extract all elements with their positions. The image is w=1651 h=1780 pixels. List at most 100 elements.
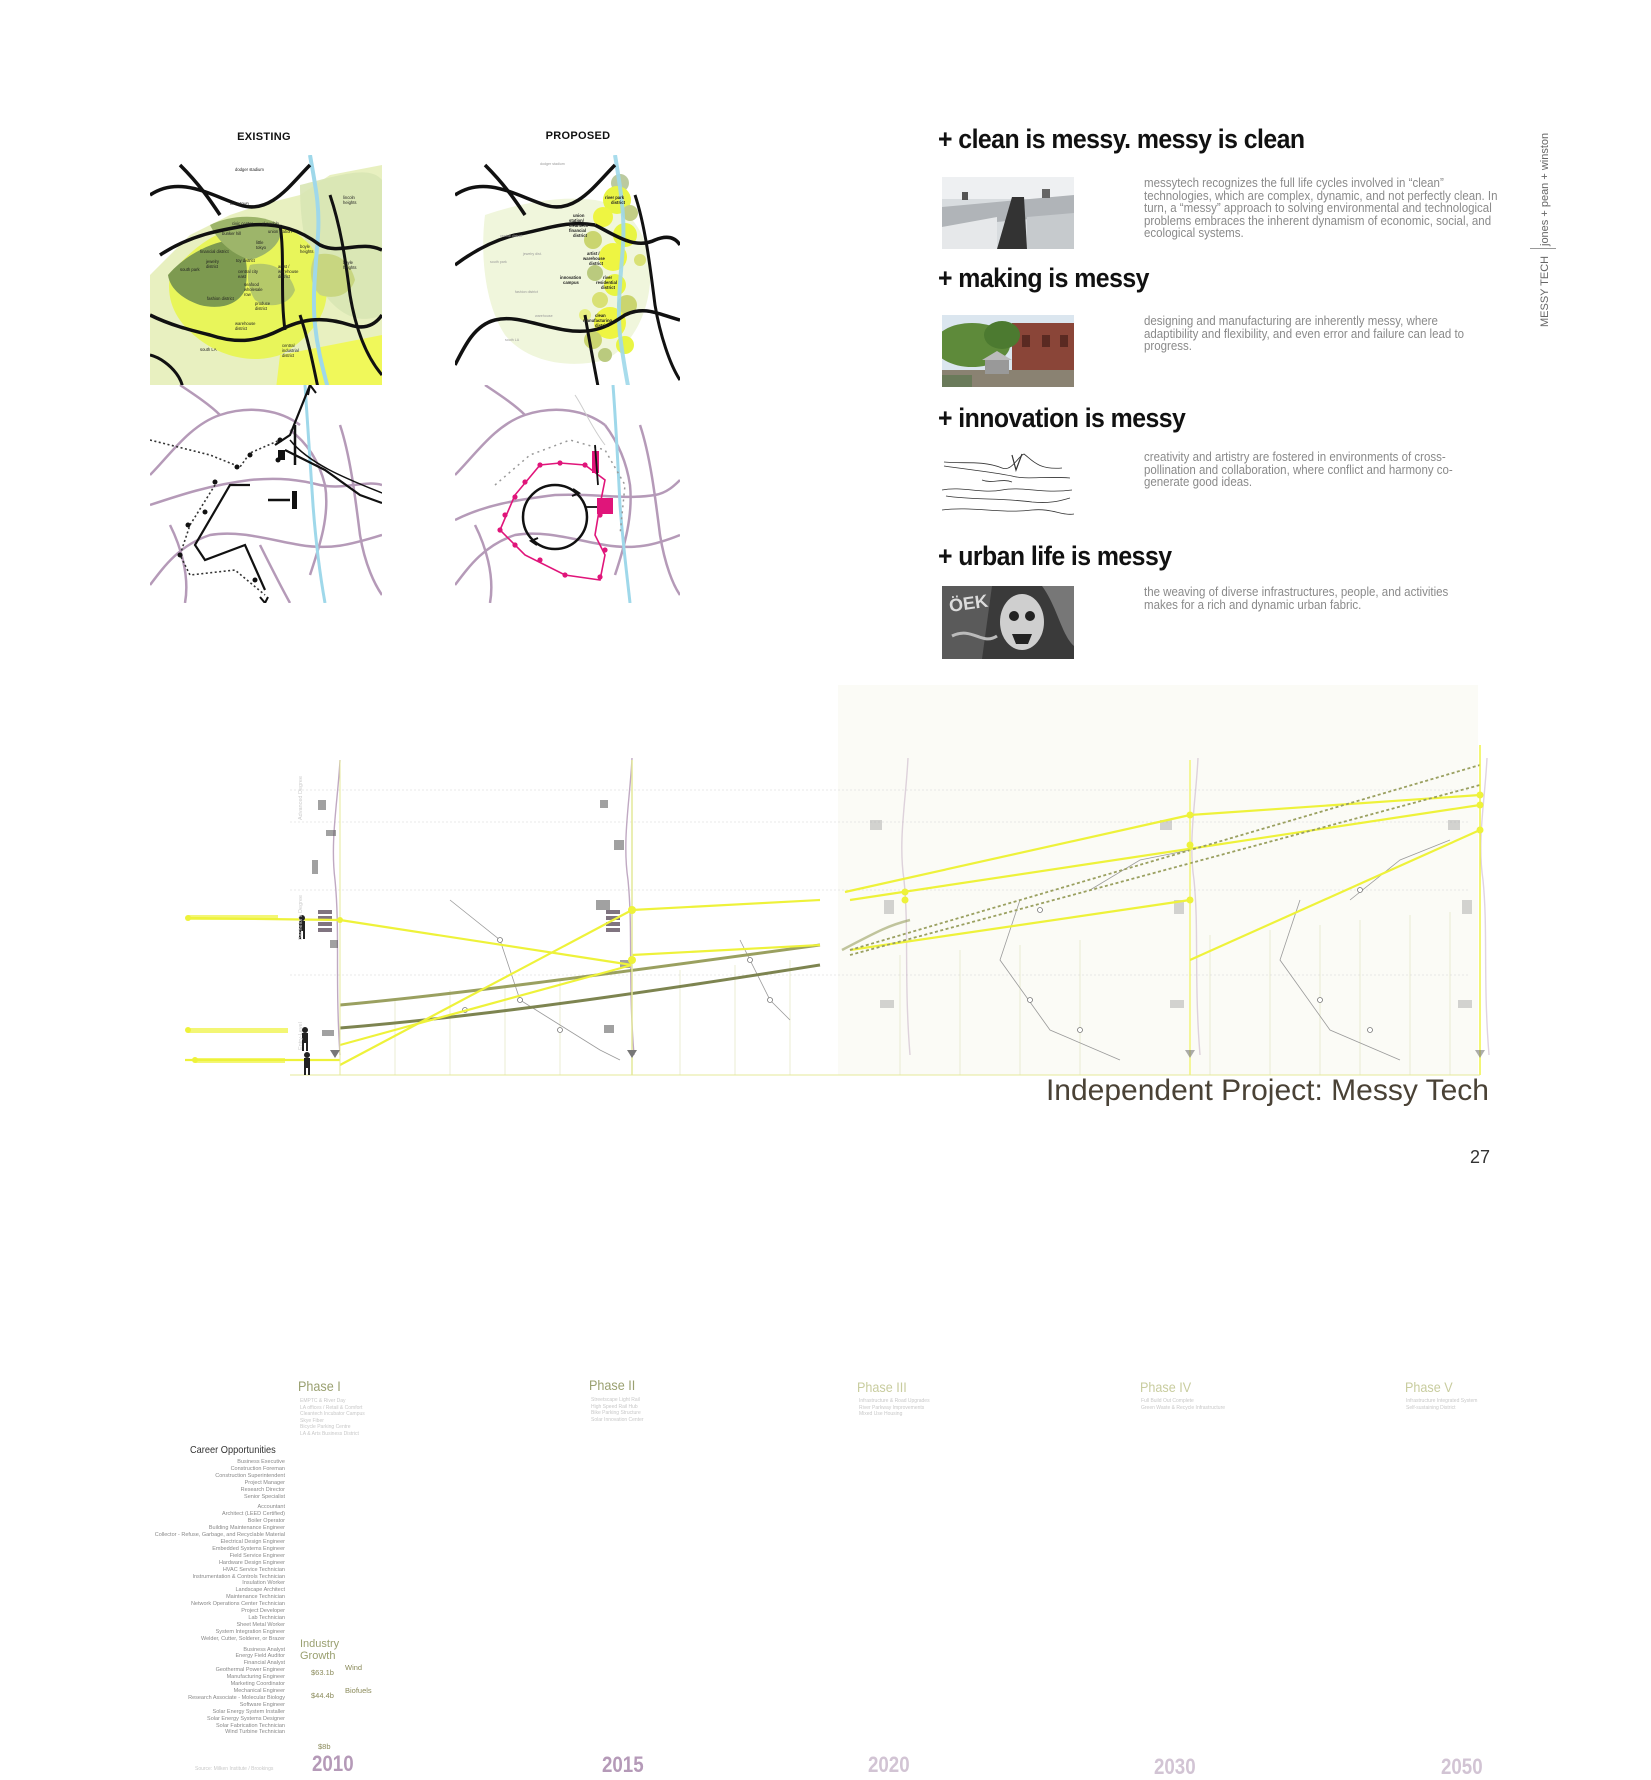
career-item: Research Director	[240, 1486, 285, 1493]
svg-text:south park: south park	[180, 267, 200, 272]
svg-text:produce: produce	[255, 301, 271, 306]
section-text-urban-life: the weaving of diverse infrastructures, …	[1144, 585, 1449, 612]
sketch-innovation	[942, 450, 1074, 522]
phase-1-title: Phase I	[298, 1378, 341, 1394]
photo-la-river	[942, 177, 1074, 249]
year-2010: 2010	[312, 1751, 354, 1776]
svg-text:south park: south park	[490, 260, 507, 264]
svg-text:district: district	[255, 306, 268, 311]
career-item: Geothermal Power Engineer	[215, 1667, 285, 1674]
career-item: Senior Specialist	[244, 1493, 285, 1500]
phase-5-title: Phase V	[1405, 1379, 1453, 1395]
section-text-innovation: creativity and artistry are fostered in …	[1144, 450, 1453, 489]
career-item: Solar Energy System Installer	[212, 1708, 285, 1715]
career-item: Business Executive	[237, 1459, 285, 1465]
svg-text:district: district	[282, 353, 295, 358]
svg-text:Advanced Degree: Advanced Degree	[298, 776, 304, 820]
career-item: Business Analyst	[243, 1646, 285, 1653]
section-heading-innovation: + innovation is messy	[938, 403, 1186, 433]
svg-text:artist /: artist /	[587, 251, 600, 256]
svg-text:union station: union station	[268, 229, 292, 234]
existing-district-map-svg: dodger stadium chinatown lincolnheights …	[150, 155, 382, 397]
career-item: Lab Technician	[248, 1614, 285, 1621]
section-heading-urban-life: + urban life is messy	[938, 541, 1172, 571]
svg-text:wholesale: wholesale	[244, 287, 263, 292]
career-item: Mechanical Engineer	[233, 1688, 285, 1694]
svg-text:warehouse: warehouse	[278, 269, 299, 274]
svg-text:Bachelor's Degree: Bachelor's Degree	[298, 895, 304, 940]
svg-text:central district: central district	[500, 234, 522, 238]
side-label-divider	[1530, 248, 1556, 249]
career-item: Boiler Operator	[247, 1518, 285, 1525]
svg-text:dodger stadium: dodger stadium	[540, 162, 565, 166]
svg-text:row: row	[244, 292, 252, 297]
svg-text:manufacturing: manufacturing	[583, 318, 613, 323]
career-item: Instrumentation & Controls Technician	[192, 1573, 285, 1580]
svg-text:river park: river park	[605, 195, 625, 200]
page-number: 27	[1469, 1147, 1490, 1167]
svg-text:district: district	[206, 264, 219, 269]
career-item: Building Maintenance Engineer	[208, 1525, 285, 1532]
metric-biofuels-value: $44.4b	[311, 1691, 334, 1700]
career-item: Solar Fabrication Technician	[216, 1722, 285, 1729]
svg-text:dodger stadium: dodger stadium	[235, 167, 264, 172]
career-item: Electrical Design Engineer	[220, 1538, 285, 1545]
svg-text:toy district: toy district	[236, 258, 256, 263]
career-item: Construction Superintendent	[215, 1472, 285, 1479]
phasing-timeline-svg: Advanced Degree Bachelor's Degree Entry-…	[185, 685, 1490, 1076]
section-heading-clean: + clean is messy. messy is clean	[938, 124, 1305, 154]
svg-text:tokyo: tokyo	[256, 245, 267, 250]
svg-text:district: district	[595, 323, 610, 328]
career-item: Sheet Metal Worker	[236, 1621, 285, 1628]
project-title: Independent Project: Messy Tech	[1045, 1074, 1489, 1107]
phase-1-note: EMPTC & River Day LA offices / Retail & …	[300, 1398, 365, 1437]
career-item: Hardware Design Engineer	[218, 1559, 285, 1566]
district-label: river park district	[0, 0, 1, 1]
svg-text:central city: central city	[238, 269, 259, 274]
section-text-making: designing and manufacturing are inherent…	[1144, 314, 1465, 353]
phase-3-note: Infrastructure & Road Upgrades River Par…	[859, 1398, 930, 1417]
career-item: Accountant	[257, 1504, 285, 1511]
svg-text:financial: financial	[569, 228, 586, 233]
year-2020: 2020	[868, 1752, 910, 1777]
career-item: Field Service Engineer	[229, 1552, 285, 1559]
side-label-project: MESSY TECH	[1539, 255, 1551, 327]
svg-text:cleantech: cleantech	[569, 223, 589, 228]
svg-text:fashion district: fashion district	[515, 290, 538, 294]
career-item: Marketing Coordinator	[230, 1681, 285, 1688]
career-item: Manufacturing Engineer	[226, 1674, 285, 1681]
svg-text:civic center: civic center	[232, 221, 254, 226]
svg-text:jewelry dist.: jewelry dist.	[522, 252, 542, 256]
metric-wind-label: Wind	[345, 1663, 363, 1672]
phase-3-title: Phase III	[857, 1379, 907, 1395]
svg-text:chinatown: chinatown	[230, 201, 250, 206]
metric-wind-value: $63.1b	[311, 1668, 334, 1677]
career-item: Project Developer	[241, 1608, 285, 1615]
section-heading-making: + making is messy	[938, 263, 1149, 293]
career-item: Collector - Refuse, Garbage, and Recycla…	[154, 1532, 285, 1539]
svg-text:artist /: artist /	[278, 264, 290, 269]
phase-4-note: Full Build Out Complete Green Waste & Re…	[1141, 1398, 1226, 1411]
svg-text:bunker hill: bunker hill	[222, 231, 241, 236]
career-opportunities-title: Career Opportunities	[190, 1444, 276, 1456]
svg-text:south LA: south LA	[200, 347, 217, 352]
svg-text:lincoln: lincoln	[343, 195, 356, 200]
svg-text:heights: heights	[300, 249, 314, 254]
career-item: Software Engineer	[239, 1701, 285, 1708]
svg-text:district: district	[589, 261, 604, 266]
svg-text:union: union	[573, 213, 585, 218]
svg-text:river: river	[603, 275, 612, 280]
svg-text:innovation: innovation	[560, 275, 582, 280]
timeline-source-note: Source: Milken Institute / Brookings	[195, 1766, 274, 1772]
svg-text:heights: heights	[343, 265, 357, 270]
svg-text:campus: campus	[563, 280, 579, 285]
photo-graffiti: ÖEK	[942, 586, 1074, 659]
industry-growth-label: Industry Growth	[300, 1638, 340, 1662]
svg-text:boyle: boyle	[343, 260, 354, 265]
svg-text:residential: residential	[596, 280, 617, 285]
svg-text:jewelry: jewelry	[205, 259, 220, 264]
